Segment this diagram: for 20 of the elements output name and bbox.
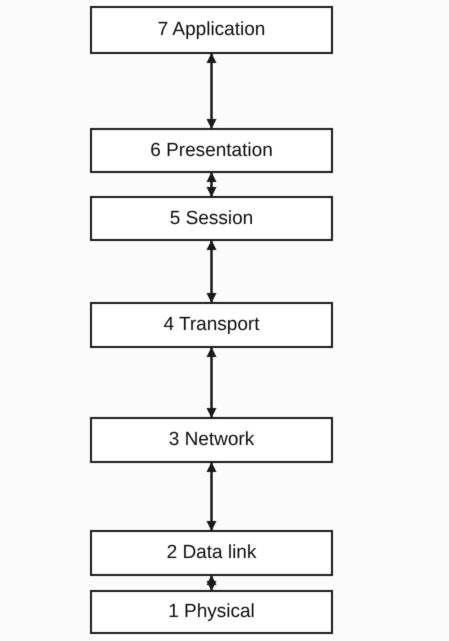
double-arrow <box>206 575 216 591</box>
layer-box <box>90 128 333 173</box>
double-arrow <box>206 462 216 531</box>
layer-box <box>90 530 333 576</box>
layer-box <box>90 302 333 348</box>
layer-box <box>90 196 333 241</box>
double-arrow <box>206 172 216 197</box>
layer-label: 2 Data link <box>166 542 256 564</box>
layer-label: 7 Application <box>158 19 266 41</box>
layer-label: 6 Presentation <box>150 140 273 162</box>
double-arrow <box>206 347 216 418</box>
layer-label: 5 Session <box>170 208 254 230</box>
layer-label: 3 Network <box>168 429 254 451</box>
layer-label: 4 Transport <box>163 314 260 336</box>
layer-label: 1 Physical <box>168 601 255 623</box>
double-arrow <box>206 53 216 129</box>
layer-box <box>90 6 333 54</box>
layer-box <box>90 590 333 634</box>
layer-box <box>90 417 333 463</box>
double-arrow <box>206 240 216 303</box>
